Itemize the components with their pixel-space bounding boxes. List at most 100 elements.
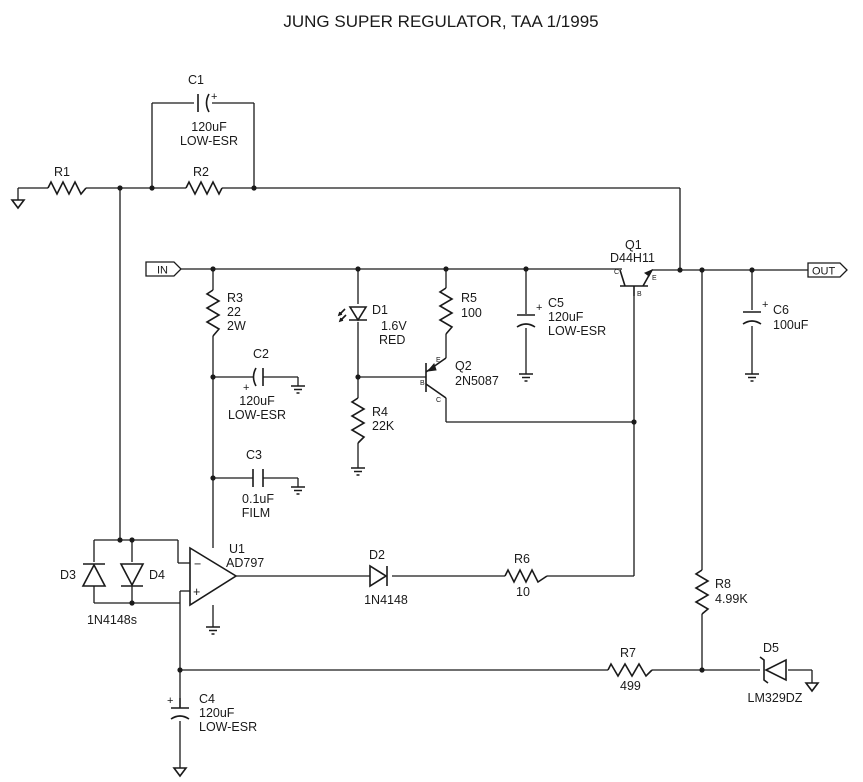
c6-value: 100uF: [773, 318, 809, 332]
port-in-label: IN: [157, 265, 168, 277]
diode-d4: D4: [119, 563, 165, 587]
q2-pin-c: C: [436, 397, 441, 404]
r5-ref: R5: [461, 291, 477, 305]
r3-value: 22: [227, 305, 241, 319]
led-d1: D1 1.6V RED: [337, 303, 407, 347]
diode-d2: D2 1N4148: [364, 548, 408, 607]
junction-dot: [355, 266, 361, 272]
junction-dot: [355, 374, 361, 380]
d2-ref: D2: [369, 548, 385, 562]
resistor-r4: R4 22K: [350, 397, 395, 444]
d4-ref: D4: [149, 568, 165, 582]
c3-value: 0.1uF: [242, 492, 274, 506]
junction-dot: [523, 266, 529, 272]
port-out-label: OUT: [812, 266, 836, 278]
opamp-u1: − + U1 AD797: [189, 542, 264, 607]
c1-type: LOW-ESR: [180, 134, 238, 148]
q1-ref: Q1: [625, 238, 642, 252]
q2-pin-b: B: [420, 380, 425, 387]
u1-minus: −: [194, 557, 201, 571]
c4-type: LOW-ESR: [199, 720, 257, 734]
resistor-r3: R3 22 2W: [205, 289, 246, 337]
diode-d3: D3: [60, 563, 107, 587]
d1-color: RED: [379, 333, 405, 347]
c4-ref: C4: [199, 692, 215, 706]
r8-ref: R8: [715, 577, 731, 591]
capacitor-c2: + C2 120uF LOW-ESR: [228, 347, 286, 422]
junction-dot: [677, 267, 683, 273]
capacitor-c5: + C5 120uF LOW-ESR: [516, 296, 606, 338]
junction-dot: [129, 600, 135, 606]
junction-dot: [117, 537, 123, 543]
resistor-r1: R1: [47, 165, 87, 196]
ground-icon: [10, 199, 26, 210]
d5-ref: D5: [763, 641, 779, 655]
c5-value: 120uF: [548, 310, 584, 324]
ground-icon: [291, 385, 305, 394]
ground-symbols: [10, 199, 820, 778]
c2-value: 120uF: [239, 394, 275, 408]
ground-icon: [745, 373, 759, 382]
ground-icon: [804, 682, 820, 693]
r1-ref: R1: [54, 165, 70, 179]
q2-value: 2N5087: [455, 374, 499, 388]
resistor-r7: R7 499: [607, 646, 653, 693]
q1-value: D44H11: [610, 251, 655, 265]
c6-ref: C6: [773, 303, 789, 317]
d5-value: LM329DZ: [748, 691, 803, 705]
transistor-q2: E B C Q2 2N5087: [420, 357, 499, 404]
d2-value: 1N4148: [364, 593, 408, 607]
c2-polarity: +: [243, 382, 249, 394]
junctions: [117, 185, 755, 673]
d1-ref: D1: [372, 303, 388, 317]
resistor-r5: R5 100: [438, 287, 482, 335]
r3-rating: 2W: [227, 319, 246, 333]
port-in: IN: [145, 261, 182, 277]
junction-dot: [631, 419, 637, 425]
capacitor-c4: + C4 120uF LOW-ESR: [167, 692, 257, 734]
u1-ref: U1: [229, 542, 245, 556]
junction-dot: [129, 537, 135, 543]
q2-ref: Q2: [455, 359, 472, 373]
c4-value: 120uF: [199, 706, 235, 720]
c2-type: LOW-ESR: [228, 408, 286, 422]
junction-dot: [699, 267, 705, 273]
r4-ref: R4: [372, 405, 388, 419]
c1-value: 120uF: [191, 120, 227, 134]
c5-ref: C5: [548, 296, 564, 310]
d3-ref: D3: [60, 568, 76, 582]
ground-icon: [172, 767, 188, 778]
junction-dot: [210, 475, 216, 481]
resistor-r6: R6 10: [504, 552, 548, 599]
d3-d4-part: 1N4148s: [87, 613, 137, 627]
zener-d5: D5 LM329DZ: [748, 641, 803, 705]
q1-pin-c: C: [614, 269, 619, 276]
d1-value: 1.6V: [381, 319, 407, 333]
capacitor-c1: + C1 120uF LOW-ESR: [180, 73, 238, 148]
wires: [17, 102, 813, 768]
c4-polarity: +: [167, 695, 173, 707]
r7-value: 499: [620, 679, 641, 693]
r8-value: 4.99K: [715, 592, 748, 606]
c2-ref: C2: [253, 347, 269, 361]
junction-dot: [749, 267, 755, 273]
c5-type: LOW-ESR: [548, 324, 606, 338]
q2-pin-e: E: [436, 357, 441, 364]
r7-ref: R7: [620, 646, 636, 660]
r6-ref: R6: [514, 552, 530, 566]
q1-pin-e: E: [652, 275, 657, 282]
r2-ref: R2: [193, 165, 209, 179]
c5-polarity: +: [536, 302, 542, 314]
ground-icon: [291, 486, 305, 495]
ground-icon: [351, 467, 365, 476]
r3-ref: R3: [227, 291, 243, 305]
junction-dot: [149, 185, 155, 191]
ground-icon: [206, 626, 220, 635]
c3-type: FILM: [242, 506, 270, 520]
c1-ref: C1: [188, 73, 204, 87]
diagram-title: JUNG SUPER REGULATOR, TAA 1/1995: [283, 12, 598, 31]
r4-value: 22K: [372, 419, 395, 433]
q1-pin-b: B: [637, 291, 642, 298]
capacitor-c6: + C6 100uF: [742, 299, 809, 332]
